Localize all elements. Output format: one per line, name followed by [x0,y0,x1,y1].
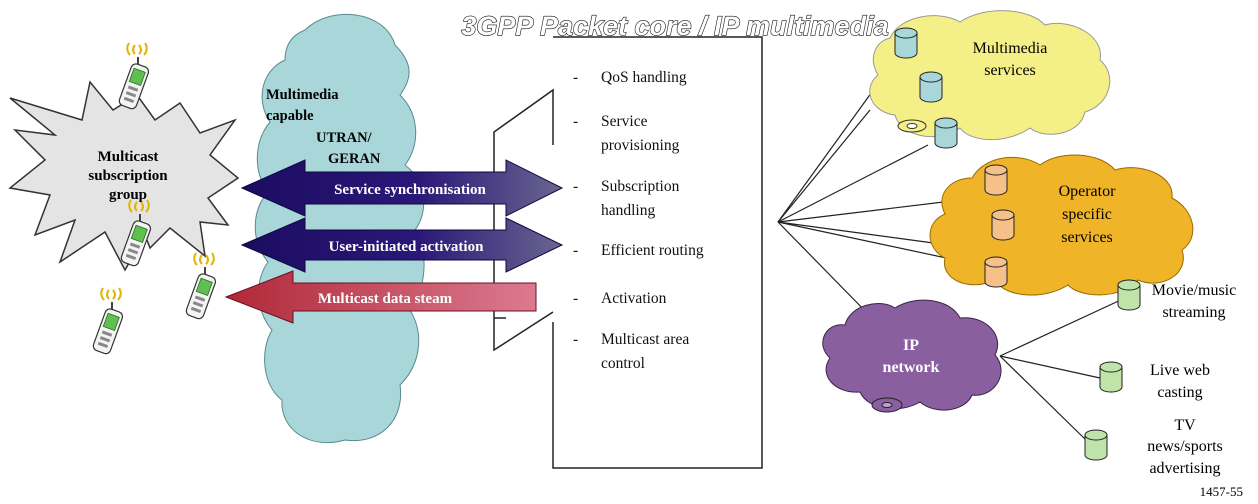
svg-text:GERAN: GERAN [328,151,381,167]
svg-text:Multicast area: Multicast area [601,331,689,348]
service-live-web: Live web casting [1150,362,1210,401]
svg-text:services: services [1061,229,1113,246]
function-list: - QoS handling - Service provisioning - … [573,69,704,372]
ip-network-label: IP network [883,337,940,376]
svg-text:Subscription: Subscription [601,178,680,195]
multicast-group-starburst [8,80,240,272]
svg-text:Activation: Activation [601,290,667,307]
service-movie-music: Movie/music streaming [1152,282,1236,321]
svg-text:group: group [109,187,147,203]
cd-disc-icon [871,397,903,413]
svg-text:news/sports: news/sports [1147,438,1223,455]
database-icon [984,256,1008,288]
core-access-arrow [493,88,554,352]
diagram-title: 3GPP Packet core / IP multimedia [461,11,888,41]
service-sync-arrow[interactable] [240,159,564,217]
database-icon [1084,429,1108,461]
svg-text:TV: TV [1174,417,1196,434]
svg-text:streaming: streaming [1162,304,1225,321]
function-efficient-routing: - Efficient routing [573,242,704,259]
database-icon [1099,361,1123,393]
svg-text:subscription: subscription [88,168,168,184]
ip-network-cloud [822,299,1002,411]
svg-text:Operator: Operator [1059,183,1117,200]
svg-text:capable: capable [266,108,314,124]
multicast-data-label: Multicast data steam [318,291,453,307]
svg-text:UTRAN/: UTRAN/ [316,130,373,146]
svg-text:Efficient routing: Efficient routing [601,242,704,259]
mobile-phone-icon [116,42,151,112]
svg-text:-: - [573,331,578,348]
user-activation-label: User-initiated activation [329,239,484,255]
function-subscription-handling: - Subscription handling [573,178,680,219]
svg-text:Service: Service [601,113,648,130]
multicast-group-label: Multicast subscription group [88,149,168,203]
database-icon [894,27,918,59]
svg-text:specific: specific [1062,206,1112,223]
function-activation: - Activation [573,290,667,307]
service-sync-label: Service synchronisation [334,182,486,198]
cd-disc-icon [897,119,927,133]
svg-text:Live web: Live web [1150,362,1210,379]
ran-cloud [254,13,425,444]
svg-text:Multimedia: Multimedia [266,87,339,103]
svg-text:Movie/music: Movie/music [1152,282,1236,299]
figure-number: 1457-55 [1200,484,1243,499]
svg-text:services: services [984,62,1036,79]
svg-text:advertising: advertising [1149,460,1220,477]
svg-text:casting: casting [1157,384,1202,401]
function-qos: - QoS handling [573,69,687,86]
svg-text:-: - [573,242,578,259]
svg-text:Multicast: Multicast [98,149,159,165]
ran-cloud-label: Multimedia capable UTRAN/ GERAN [266,87,381,167]
svg-text:provisioning: provisioning [601,137,680,154]
multimedia-services-label: Multimedia services [973,40,1048,79]
mobile-phone-icon [183,252,218,322]
svg-text:QoS handling: QoS handling [601,69,687,86]
svg-text:-: - [573,178,578,195]
database-icon [984,164,1008,196]
operator-services-cloud [929,154,1194,296]
packet-core-panel [552,36,763,469]
svg-text:-: - [573,113,578,130]
svg-text:-: - [573,290,578,307]
operator-services-label: Operator specific services [1059,183,1117,246]
user-activation-arrow[interactable] [240,217,564,273]
function-multicast-area-control: - Multicast area control [573,331,689,372]
mobile-phone-icon [90,287,125,357]
multicast-data-arrow[interactable] [224,270,537,324]
svg-text:IP: IP [903,337,919,354]
multimedia-services-cloud [869,10,1111,141]
svg-text:control: control [601,355,645,372]
function-service-provisioning: - Service provisioning [573,113,680,154]
svg-text:Multimedia: Multimedia [973,40,1048,57]
service-tv: TV news/sports advertising [1147,417,1223,477]
database-icon [1117,279,1141,311]
svg-text:handling: handling [601,202,655,219]
database-icon [919,71,943,103]
database-icon [934,117,958,149]
svg-text:-: - [573,69,578,86]
svg-text:network: network [883,359,940,376]
database-icon [991,209,1015,241]
